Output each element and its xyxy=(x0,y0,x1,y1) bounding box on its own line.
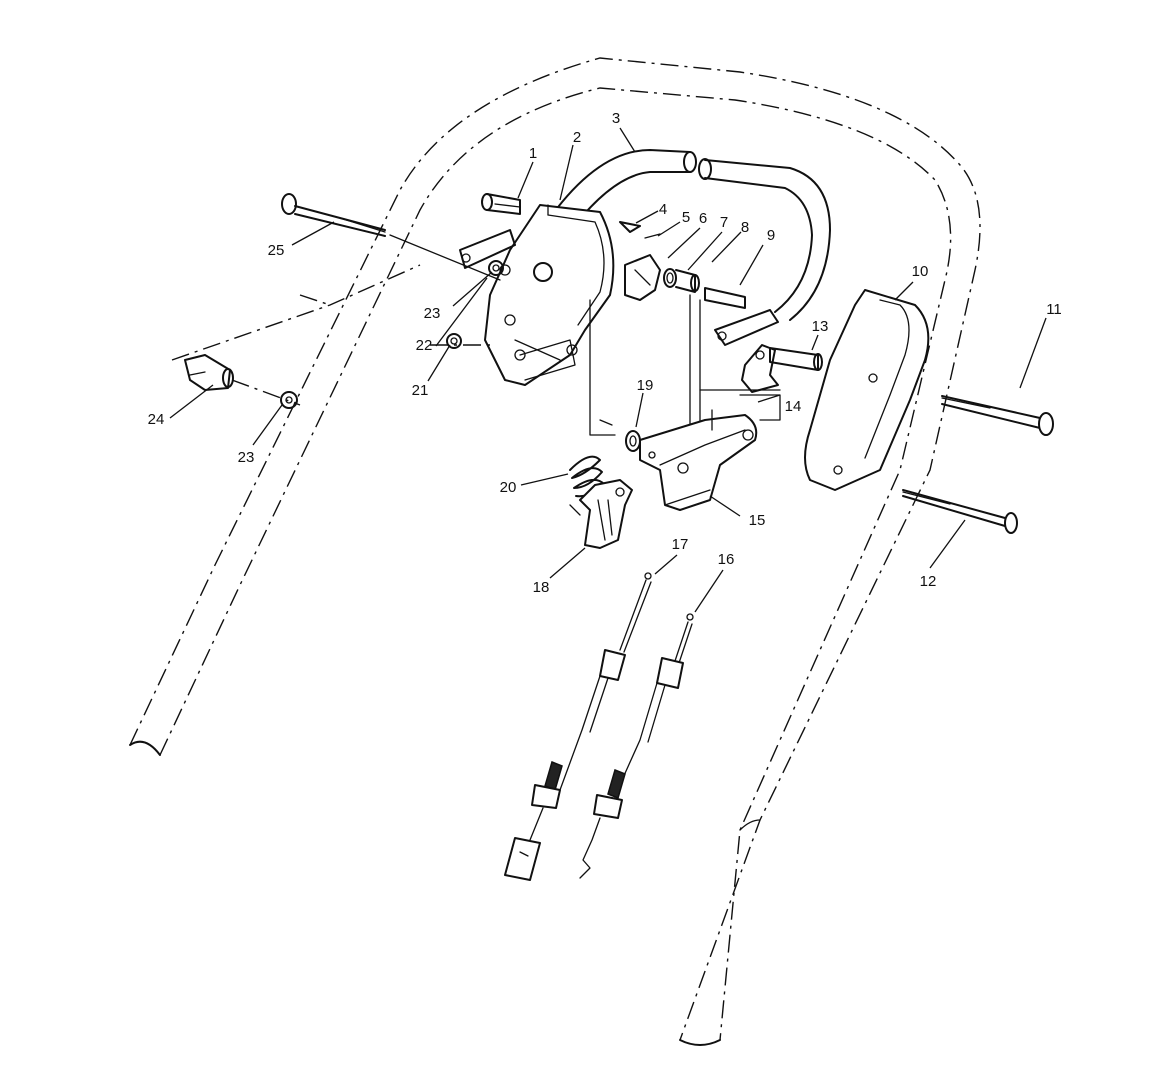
washer-part-19 xyxy=(625,430,641,452)
callout-8: 8 xyxy=(741,219,749,236)
callout-10: 10 xyxy=(912,263,929,280)
callout-22: 22 xyxy=(416,337,433,354)
shaft-part-8 xyxy=(675,269,700,293)
callout-17: 17 xyxy=(672,536,689,553)
callout-18: 18 xyxy=(533,579,550,596)
callout-20: 20 xyxy=(500,479,517,496)
pin-part-4 xyxy=(619,221,641,233)
callout-labels: 1 2 3 4 5 6 7 8 9 10 11 12 13 14 15 16 1… xyxy=(148,110,1062,596)
callout-15: 15 xyxy=(749,512,766,529)
callout-2: 2 xyxy=(573,129,581,146)
cover-part-10 xyxy=(804,289,930,491)
callout-5: 5 xyxy=(682,209,690,226)
washer-part-23-lower xyxy=(280,391,298,409)
callout-24: 24 xyxy=(148,411,165,428)
callout-6: 6 xyxy=(699,210,707,227)
washer-part-23-upper xyxy=(488,260,504,276)
callout-25: 25 xyxy=(268,242,285,259)
bolt-part-1 xyxy=(481,193,521,215)
phantom-lines-center xyxy=(589,299,781,436)
callout-23-lower: 23 xyxy=(238,449,255,466)
trigger-lever-part-18 xyxy=(579,479,633,549)
callout-9: 9 xyxy=(767,227,775,244)
carriage-bolt-part-11 xyxy=(941,395,1054,436)
cable-part-17 xyxy=(504,572,652,881)
callout-23-upper: 23 xyxy=(424,305,441,322)
bracket-part-15 xyxy=(639,409,758,511)
left-link-arm xyxy=(389,229,516,281)
callout-21: 21 xyxy=(412,382,429,399)
clip-part-5 xyxy=(644,233,661,239)
carriage-bolt-part-25 xyxy=(281,193,386,237)
callout-11: 11 xyxy=(1046,301,1062,318)
callout-13: 13 xyxy=(812,318,829,335)
callout-12: 12 xyxy=(920,573,937,590)
pin-part-13 xyxy=(769,347,823,371)
ferrule-part-24 xyxy=(184,354,234,391)
link-plate xyxy=(714,309,779,346)
carriage-bolt-part-12 xyxy=(902,489,1018,534)
callout-14: 14 xyxy=(785,398,802,415)
callout-3: 3 xyxy=(612,110,620,127)
nut-part-21 xyxy=(446,333,462,349)
leader-lines xyxy=(169,127,1047,613)
lever-part-14 xyxy=(741,344,779,393)
callout-16: 16 xyxy=(718,551,735,568)
bushing-part-7 xyxy=(663,268,677,288)
callout-4: 4 xyxy=(659,201,667,218)
control-housing-part-2 xyxy=(484,204,615,386)
phantom-lines-left xyxy=(171,264,490,406)
cam-part-6 xyxy=(624,254,661,301)
callout-1: 1 xyxy=(529,145,537,162)
handle-tube xyxy=(129,57,981,1046)
callout-19: 19 xyxy=(637,377,654,394)
cable-part-16 xyxy=(579,613,694,879)
callout-7: 7 xyxy=(720,214,728,231)
